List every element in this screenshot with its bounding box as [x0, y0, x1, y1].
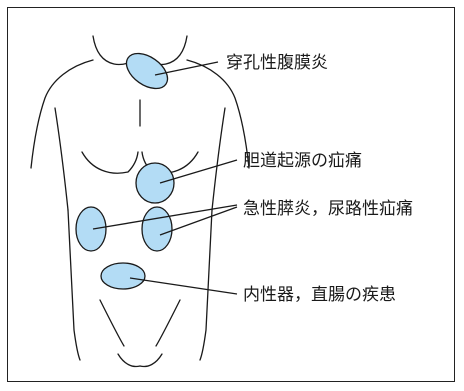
left-groin: [100, 300, 124, 346]
right-arm-inner: [212, 108, 225, 210]
region-perforated-peritonitis: [120, 46, 174, 95]
region-biliary: [136, 163, 174, 203]
label-biliary-origin-pain: 胆道起源の疝痛: [243, 151, 362, 171]
label-pancreatitis-urinary-pain: 急性膵炎，尿路性疝痛: [243, 199, 413, 219]
left-arm-inner: [55, 108, 68, 210]
labels: 穿孔性腹膜炎 胆道起源の疝痛 急性膵炎，尿路性疝痛 内性器，直腸の疾患: [226, 53, 413, 305]
right-groin: [156, 300, 180, 346]
region-left-lower: [76, 207, 106, 251]
leader-pelvic: [130, 278, 237, 294]
region-right-lower: [142, 207, 172, 251]
right-flank: [200, 210, 212, 360]
label-perforated-peritonitis: 穿孔性腹膜炎: [226, 53, 328, 73]
left-shoulder: [31, 60, 93, 168]
region-pelvic: [101, 263, 145, 289]
lower-curve: [118, 354, 162, 367]
leader-biliary: [160, 160, 237, 183]
body-outline: [31, 36, 249, 367]
left-pectoral: [82, 152, 138, 173]
pain-regions: [76, 46, 174, 289]
label-internal-genital-rectal: 内性器，直腸の疾患: [243, 285, 396, 305]
right-shoulder: [187, 60, 249, 168]
